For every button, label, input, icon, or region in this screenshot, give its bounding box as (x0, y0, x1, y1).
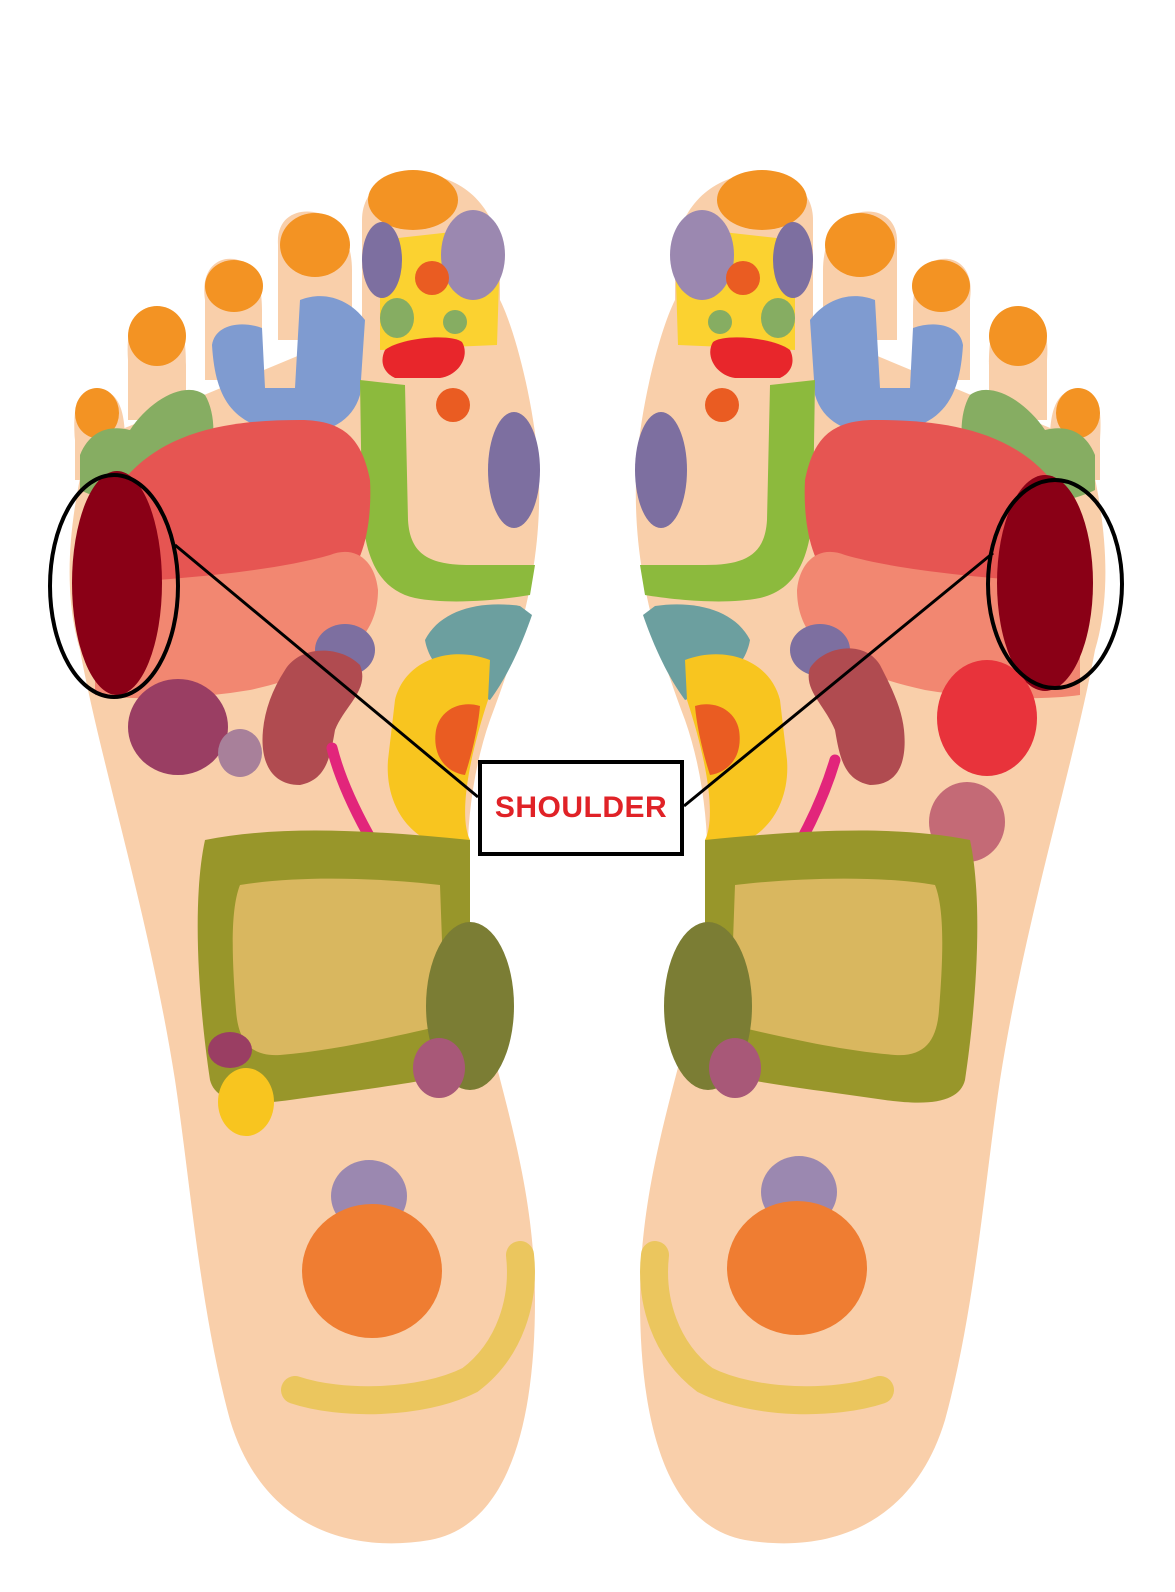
left-kidney (262, 650, 363, 785)
right-big-toe-lavender (670, 210, 734, 300)
left-toe-tip-second (280, 213, 350, 277)
left-toe-tip-third (205, 260, 263, 312)
right-toe-tip-second (825, 213, 895, 277)
left-green-strip (360, 380, 535, 602)
left-intestine-inner (232, 878, 445, 1056)
shoulder-label: SHOULDER (494, 791, 668, 824)
shoulder-callout (48, 473, 1124, 808)
left-mauve-dot (208, 1032, 252, 1068)
left-big-toe-orange-dot (415, 261, 449, 295)
left-foot (69, 170, 540, 1544)
left-toe-tip-little (75, 388, 119, 438)
left-heel-arc (281, 1241, 535, 1415)
right-purple-oval (635, 412, 687, 528)
left-yellow-dot (218, 1068, 274, 1136)
left-toes-blue (212, 296, 365, 434)
right-foot (635, 170, 1106, 1544)
right-big-toe-orange-small (705, 388, 739, 422)
right-toes-blue (810, 296, 963, 434)
left-big-toe-lavender (441, 210, 505, 300)
right-red-circle (937, 660, 1037, 776)
left-toe-tip-big (368, 170, 458, 230)
right-big-toe-purple (773, 222, 813, 298)
right-plum-dot (709, 1038, 761, 1098)
left-orange-core (435, 704, 480, 775)
left-mauve-small (218, 729, 262, 777)
left-shoulder-outline (48, 473, 180, 699)
right-orange-core (695, 704, 740, 775)
left-big-toe-purple (362, 222, 402, 298)
right-big-toe-red (710, 337, 793, 378)
left-purple-oval (488, 412, 540, 528)
left-big-toe-red (382, 337, 465, 378)
shoulder-label-box: SHOULDER (478, 760, 684, 856)
left-big-toe-orange-small (436, 388, 470, 422)
left-heel-orange (302, 1204, 442, 1338)
right-toe-tip-third (912, 260, 970, 312)
right-intestine-inner (730, 878, 943, 1056)
right-green-strip (640, 380, 815, 602)
right-heel-arc (640, 1241, 894, 1415)
right-heel-orange (727, 1201, 867, 1335)
right-toe-tip-fourth (989, 306, 1047, 366)
left-plum-dot (413, 1038, 465, 1098)
left-big-toe-green (380, 298, 414, 338)
left-toe-tip-fourth (128, 306, 186, 366)
right-callout-leader-line (683, 551, 994, 808)
right-big-toe-orange-dot (726, 261, 760, 295)
left-callout-leader-line (174, 543, 479, 799)
right-toe-tip-big (717, 170, 807, 230)
right-toe-tip-little (1056, 388, 1100, 438)
right-shoulder-outline (986, 478, 1124, 690)
left-plum-circle (128, 679, 228, 775)
right-big-toe-green-dot (708, 310, 732, 334)
right-big-toe-green (761, 298, 795, 338)
right-shoulder-zone (997, 475, 1093, 691)
left-big-toe-green-dot (443, 310, 467, 334)
left-shoulder-zone (72, 471, 162, 695)
